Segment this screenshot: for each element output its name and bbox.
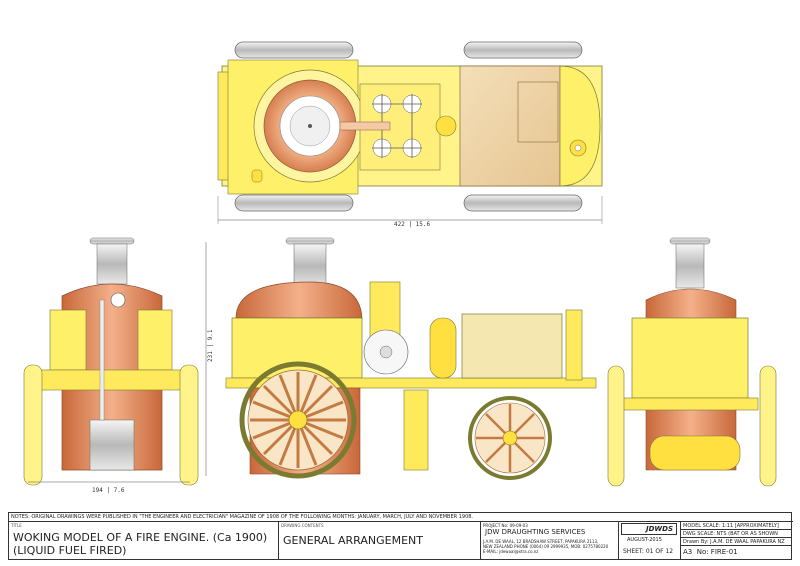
drawing-scale: DWG SCALE: NTS (BAT OR AS SHOWN bbox=[681, 530, 791, 538]
general-arrangement-drawing: 422 | 15.6 194 | 7.6 bbox=[23, 41, 777, 494]
company-email: E-MAIL: jdewaal@xtra.co.nz bbox=[483, 549, 539, 554]
company-cell: PROJECT No: 09-09-03 JDW DRAUGHTING SERV… bbox=[481, 522, 619, 559]
drawing-contents: GENERAL ARRANGEMENT bbox=[283, 534, 423, 547]
plan-view: 422 | 15.6 bbox=[217, 41, 603, 228]
company-name: JDW DRAUGHTING SERVICES bbox=[485, 528, 586, 536]
drawing-title: WOKING MODEL OF A FIRE ENGINE. (Ca 1900) bbox=[13, 531, 268, 544]
contents-cell: DRAWING CONTENTS GENERAL ARRANGEMENT bbox=[279, 522, 481, 559]
jdwds-logo: JDWDS bbox=[621, 523, 677, 535]
plan-length-dimension: 422 | 15.6 bbox=[394, 221, 431, 228]
contents-label: DRAWING CONTENTS bbox=[281, 523, 324, 528]
title-cell: TITLE WOKING MODEL OF A FIRE ENGINE. (Ca… bbox=[9, 522, 279, 559]
sheet-number: SHEET: 01 OF 12 bbox=[623, 548, 674, 555]
logo-cell: JDWDS AUGUST-2015 SHEET: 01 OF 12 bbox=[619, 522, 681, 559]
sheet-size: A3 bbox=[683, 548, 693, 556]
project-number: PROJECT No: 09-09-03 bbox=[483, 523, 528, 528]
drawing-subtitle: (LIQUID FUEL FIRED) bbox=[13, 544, 127, 557]
rear-view bbox=[607, 237, 777, 487]
side-view: 231 | 9.1 bbox=[205, 237, 597, 480]
company-address-1: J.A.M. DE WAAL, 12 BRADSHAW STREET, PAPA… bbox=[483, 539, 599, 544]
title-label: TITLE bbox=[11, 523, 22, 528]
model-scale: MODEL SCALE: 1:11 [APPROXIMATELY] bbox=[681, 522, 791, 530]
scale-cell: MODEL SCALE: 1:11 [APPROXIMATELY] DWG SC… bbox=[681, 522, 791, 559]
drawn-by: Drawn By: J.A.M. DE WAAL PAPAKURA NZ bbox=[681, 538, 791, 546]
front-view: 194 | 7.6 bbox=[23, 237, 199, 494]
side-height-dimension: 231 | 9.1 bbox=[207, 329, 214, 362]
front-width-dimension: 194 | 7.6 bbox=[92, 487, 125, 494]
drawing-notes: NOTES: ORIGINAL DRAWINGS WERE PUBLISHED … bbox=[9, 513, 793, 522]
drawing-date: AUGUST-2015 bbox=[627, 537, 662, 543]
drawing-number-row: A3 No: FIRE-01 bbox=[681, 546, 791, 558]
company-address-2: NEW ZEALAND PHONE (0064) 09 2999935, MOB… bbox=[483, 544, 609, 549]
drawing-number: No: FIRE-01 bbox=[696, 548, 738, 556]
title-block: NOTES: ORIGINAL DRAWINGS WERE PUBLISHED … bbox=[8, 512, 793, 560]
